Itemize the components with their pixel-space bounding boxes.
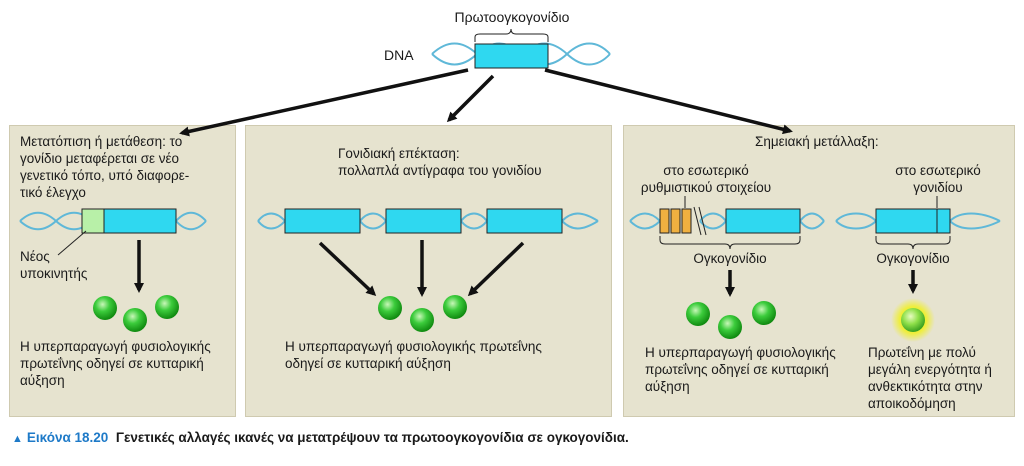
new-promoter-box [81,208,105,234]
gene-brace [474,28,549,42]
oncogene-brace-right [875,236,951,250]
protein-icon [718,315,742,339]
protein-icon [752,301,776,325]
title-line: πολλαπλά αντίγραφα του γονιδίου [338,163,542,178]
panel1-gene-box [103,208,177,234]
protooncogene-box [474,43,549,69]
panel-translocation [9,125,236,417]
oncogene-box-left [725,208,801,234]
panel2-title: Γονιδιακή επέκταση: πολλαπλά αντίγραφα τ… [338,145,608,179]
panel-point-mutation [623,125,1015,417]
result-line: Η υπερπαραγωγή φυσιολογικής πρωτεΐνης [285,339,542,354]
oncogene-box-right [875,208,951,234]
result-line: Η υπερπαραγωγή φυσιολογικής [20,339,211,354]
result-line: οδηγεί σε κυτταρική αύξηση [285,356,451,371]
title-line: γονίδιο μεταφέρεται σε νέο [20,151,180,166]
result-line: αύξηση [645,379,690,394]
protein-icon [93,296,117,320]
protein-icon [410,308,434,332]
result-line: αύξηση [20,373,65,388]
mutation-mark [693,206,707,236]
result-line: Πρωτεΐνη με πολύ [868,345,976,360]
result-line: Η υπερπαραγωγή φυσιολογικής [645,345,836,360]
panel3-left-result: Η υπερπαραγωγή φυσιολογικής πρωτεΐνης οδ… [645,344,865,395]
panel3-title: Σημειακή μετάλλαξη: [755,134,879,149]
result-line: πρωτεΐνης οδηγεί σε κυτταρική [645,362,829,377]
arrow-to-translocation [179,68,469,137]
protein-icon [378,296,402,320]
panel1-result: Η υπερπαραγωγή φυσιολογικής πρωτεΐνης οδ… [20,338,235,389]
panel2-dna-helix [257,212,599,230]
figure-number: Εικόνα 18.20 [26,430,109,445]
dna-label: DNA [384,47,414,63]
panel3-right-result: Πρωτεΐνη με πολύ μεγάλη ενεργότητα ή ανθ… [868,344,1013,412]
protein-icon [123,308,147,332]
sub-line: γονιδίου [913,180,963,195]
result-line: πρωτεΐνης οδηγεί σε κυτταρική [20,356,204,371]
protein-icon [155,295,179,319]
result-line: μεγάλη ενεργότητα ή [868,362,992,377]
result-line: ανθεκτικότητα στην [868,379,983,394]
arrow-to-point-mutation [544,68,793,135]
panel2-result: Η υπερπαραγωγή φυσιολογικής πρωτεΐνης οδ… [285,338,605,372]
active-protein-icon [901,308,925,332]
panel-gene-amplification [245,125,612,417]
panel3-left-dna-helix [629,212,825,230]
result-line: αποικοδόμηση [868,396,956,411]
panel3-right-dna-helix [835,212,1001,230]
oncogene-brace-left [659,236,801,250]
caption-text: Γενετικές αλλαγές ικανές να μετατρέψουν … [115,430,629,445]
panel3-left-sublabel: στο εσωτερικό ρυθμιστικού στοιχείου [636,162,776,196]
title-line: Γονιδιακή επέκταση: [338,146,460,161]
promoter-pointer-line [57,230,87,256]
sub-line: ρυθμιστικού στοιχείου [640,180,772,195]
arrow-to-amplification [446,74,495,123]
oncogene-label-right: Ογκογονίδιο [876,251,950,266]
title-line: Μετατόπιση ή μετάθεση: το [20,134,183,149]
label-line: υποκινητής [20,266,88,281]
title-line: γενετικό τόπο, υπό διαφορε- [20,168,190,183]
panel2-arrow-left [318,241,377,297]
panel2-arrow-right [467,241,525,297]
title-line: τικό έλεγχο [20,185,86,200]
label-line: Νέος [20,249,50,264]
sub-line: στο εσωτερικό [663,163,749,178]
gene-copy-box [284,208,361,234]
regulatory-element [659,208,692,234]
new-promoter-label: Νέος υποκινητής [20,248,87,282]
protein-icon [686,302,710,326]
gene-copy-box [486,208,563,234]
gene-copy-box [385,208,462,234]
triangle-icon: ▲ [12,433,23,445]
protooncogene-label: Πρωτοογκογονίδιο [454,9,570,25]
oncogene-label-left: Ογκογονίδιο [693,251,767,266]
protein-icon [443,295,467,319]
sub-line: στο εσωτερικό [895,163,981,178]
panel1-title: Μετατόπιση ή μετάθεση: το γονίδιο μεταφέ… [20,133,235,201]
figure-caption: ▲Εικόνα 18.20 Γενετικές αλλαγές ικανές ν… [12,430,629,445]
panel3-right-sublabel: στο εσωτερικό γονιδίου [873,162,1003,196]
